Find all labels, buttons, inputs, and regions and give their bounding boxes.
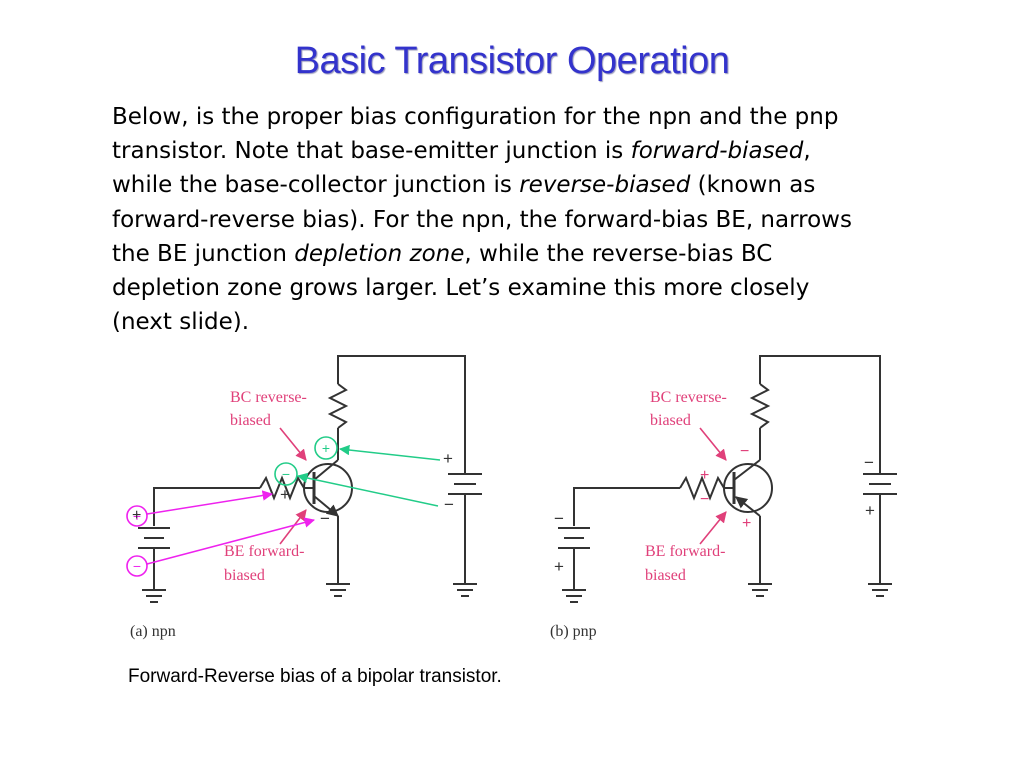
pnp-base-resistor <box>679 475 725 501</box>
body-text-run: , <box>803 138 811 165</box>
pnp-be-plus-sign: + <box>742 515 751 532</box>
npn-labels: BC reverse- biased BE forward- biased <box>224 389 307 584</box>
npn-vbb-plus-sign: + <box>132 507 141 524</box>
npn-vcc-minus-sign: − <box>444 495 454 514</box>
body-text-run: , while the reverse-bias BC <box>464 240 773 267</box>
npn-collector-leg <box>313 459 339 481</box>
npn-annotations <box>126 436 441 577</box>
npn-circuit <box>138 355 482 603</box>
pnp-be-arrow <box>699 511 727 545</box>
pnp-vbb-minus-sign: − <box>554 509 564 528</box>
bias-circuit-figure: + − + − BC reverse- biased BE forward- b… <box>126 355 897 640</box>
annotation-arrow <box>296 472 439 507</box>
annotation-minus-sign: − <box>282 466 290 482</box>
npn-be-arrow <box>279 509 307 545</box>
pnp-junction-signs: − + − + <box>700 443 751 532</box>
npn-vcc-plus-sign: + <box>443 449 453 468</box>
npn-emitter-leg <box>313 495 339 517</box>
pnp-vbb-plus-sign: + <box>554 557 564 576</box>
annotation-arrow <box>146 517 316 565</box>
body-line-2: transistor. Note that base-emitter junct… <box>112 134 942 168</box>
ground-icon <box>868 583 892 597</box>
npn-be-label: biased <box>224 567 265 584</box>
annotation-signs: + − + − <box>133 440 330 574</box>
pnp-bc-plus-sign: + <box>700 467 709 484</box>
annotation-plus-sign: + <box>322 440 330 456</box>
pnp-be-minus-sign: − <box>700 491 709 508</box>
body-line-7: (next slide). <box>112 309 250 332</box>
pnp-base-wire <box>573 487 680 526</box>
pnp-caption-label: (b) pnp <box>550 623 597 640</box>
body-text-run: the BE junction <box>112 240 295 267</box>
annotation-arrow <box>146 490 274 515</box>
npn-be-plus-sign: + <box>280 485 290 504</box>
body-text-run: (known as <box>690 172 816 199</box>
pnp-emitter-leg <box>735 496 761 517</box>
pnp-collector-wire <box>759 355 881 456</box>
figure-caption: Forward-Reverse bias of a bipolar transi… <box>128 666 502 687</box>
npn-extra-signs: + <box>132 507 141 524</box>
annotation-circle-plus <box>126 505 148 527</box>
depletion-zone-term: depletion zone <box>294 240 465 267</box>
pnp-polarity-signs: − + − + <box>554 453 875 576</box>
npn-base-wire <box>153 487 260 526</box>
pnp-be-label: biased <box>645 567 686 584</box>
annotation-plus-sign: + <box>133 508 141 524</box>
ground-icon <box>748 583 772 597</box>
pnp-bc-label: BC reverse- <box>650 389 727 406</box>
npn-collector-wire <box>337 355 466 456</box>
ground-icon <box>142 589 166 603</box>
body-text-run: transistor. Note that base-emitter junct… <box>112 138 631 165</box>
npn-collector-resistor <box>327 383 349 429</box>
ground-icon <box>562 589 586 603</box>
body-line-4: forward-reverse bias). For the npn, the … <box>112 206 852 233</box>
reverse-biased-term: reverse-biased <box>519 172 691 199</box>
body-paragraph: Below, is the proper bias configuration … <box>112 100 942 332</box>
annotation-arrow <box>338 444 441 461</box>
pnp-vcc-plus-sign: + <box>865 501 875 520</box>
body-line-6: depletion zone grows larger. Let’s exami… <box>112 275 810 302</box>
pnp-be-label: BE forward- <box>645 543 725 560</box>
body-text-run: while the base-collector junction is <box>112 172 520 199</box>
npn-be-label: BE forward- <box>224 543 304 560</box>
npn-polarity-signs: + − + − <box>280 449 454 528</box>
body-line-1: Below, is the proper bias configuration … <box>112 104 839 130</box>
body-line-5: the BE junction depletion zone, while th… <box>112 237 942 271</box>
annotation-minus-sign: − <box>133 558 141 574</box>
body-line-3: while the base-collector junction is rev… <box>112 168 942 202</box>
npn-be-minus-sign: − <box>320 509 330 528</box>
slide-title: Basic Transistor Operation <box>294 40 730 82</box>
npn-bc-label: biased <box>230 412 271 429</box>
npn-caption-label: (a) npn <box>130 623 176 640</box>
npn-bc-label: BC reverse- <box>230 389 307 406</box>
pnp-circuit <box>558 355 897 603</box>
pnp-collector-leg <box>733 459 761 481</box>
pnp-collector-resistor <box>749 383 771 429</box>
npn-bc-arrow <box>279 427 307 461</box>
ground-icon <box>326 583 350 597</box>
pnp-bc-label: biased <box>650 412 691 429</box>
annotation-circle-minus <box>126 555 148 577</box>
pnp-vcc-minus-sign: − <box>864 453 874 472</box>
pnp-labels: BC reverse- biased BE forward- biased <box>645 389 727 584</box>
forward-biased-term: forward-biased <box>630 138 804 165</box>
pnp-bc-minus-sign: − <box>740 443 749 460</box>
ground-icon <box>453 583 477 597</box>
annotation-circle-plus <box>314 436 338 460</box>
pnp-bc-arrow <box>699 427 727 461</box>
